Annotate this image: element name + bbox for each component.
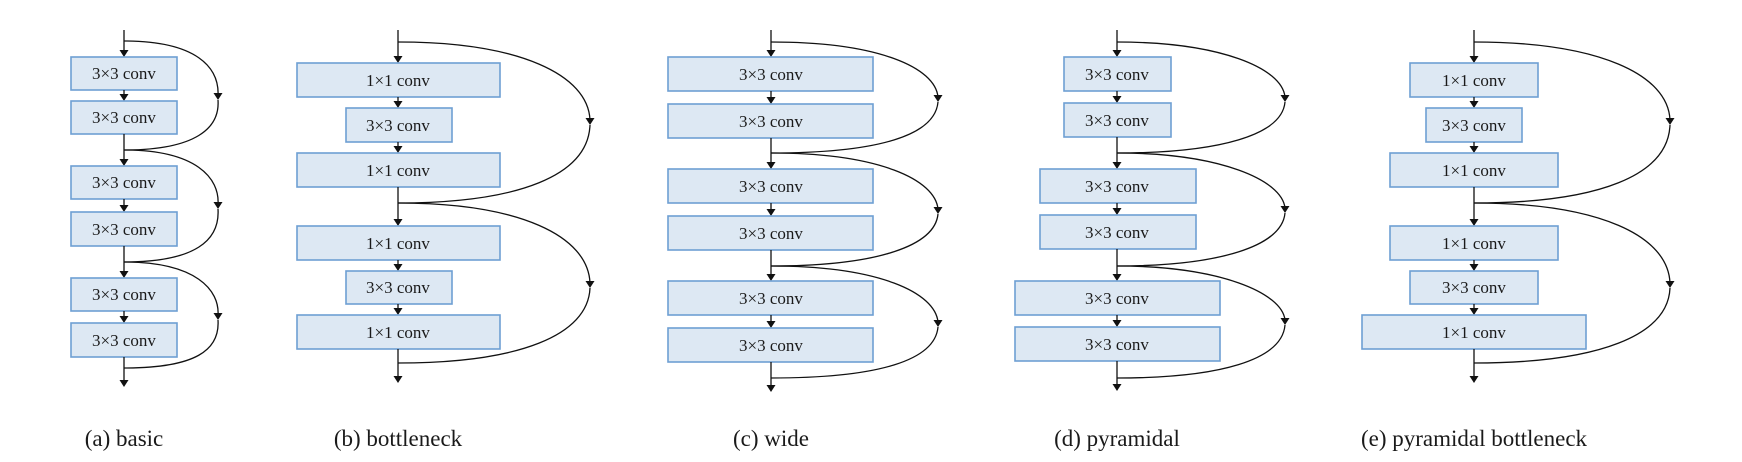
layer-label: 3×3 conv bbox=[92, 220, 156, 239]
layer-label: 3×3 conv bbox=[92, 285, 156, 304]
layer-label: 1×1 conv bbox=[1442, 71, 1506, 90]
layer-label: 3×3 conv bbox=[739, 224, 803, 243]
layer-label: 3×3 conv bbox=[1085, 111, 1149, 130]
layer-label: 1×1 conv bbox=[1442, 323, 1506, 342]
layer-label: 1×1 conv bbox=[366, 161, 430, 180]
layer-label: 1×1 conv bbox=[366, 323, 430, 342]
layer-label: 3×3 conv bbox=[739, 289, 803, 308]
layer-label: 3×3 conv bbox=[1085, 65, 1149, 84]
caption-pyramidal-bottleneck: (e) pyramidal bottleneck bbox=[1361, 426, 1588, 451]
layer-label: 3×3 conv bbox=[739, 65, 803, 84]
layer-label: 3×3 conv bbox=[1085, 289, 1149, 308]
layer-label: 3×3 conv bbox=[1442, 116, 1506, 135]
layer-label: 3×3 conv bbox=[1085, 335, 1149, 354]
layer-label: 3×3 conv bbox=[739, 112, 803, 131]
panel-bottleneck: 1×1 conv 3×3 conv 1×1 conv 1×1 conv 3×3 … bbox=[296, 30, 595, 383]
caption-wide: (c) wide bbox=[733, 426, 809, 451]
layer-label: 3×3 conv bbox=[92, 64, 156, 83]
layer-label: 3×3 conv bbox=[1442, 278, 1506, 297]
panel-basic: 3×3 conv 3×3 conv 3×3 conv 3×3 conv 3×3 … bbox=[70, 30, 223, 387]
layer-label: 3×3 conv bbox=[739, 177, 803, 196]
layer-label: 3×3 conv bbox=[1085, 177, 1149, 196]
layer-label: 1×1 conv bbox=[366, 234, 430, 253]
layer-label: 3×3 conv bbox=[92, 173, 156, 192]
panel-wide: 3×3 conv 3×3 conv 3×3 conv 3×3 conv 3×3 … bbox=[667, 30, 943, 392]
panel-pyramidal: 3×3 conv 3×3 conv 3×3 conv 3×3 conv 3×3 … bbox=[1014, 30, 1290, 391]
layer-label: 1×1 conv bbox=[366, 71, 430, 90]
layer-label: 1×1 conv bbox=[1442, 161, 1506, 180]
layer-label: 3×3 conv bbox=[366, 116, 430, 135]
layer-label: 1×1 conv bbox=[1442, 234, 1506, 253]
caption-pyramidal: (d) pyramidal bbox=[1054, 426, 1180, 451]
layer-label: 3×3 conv bbox=[92, 108, 156, 127]
layer-label: 3×3 conv bbox=[366, 278, 430, 297]
panel-pyramidal-bottleneck: 1×1 conv 3×3 conv 1×1 conv 1×1 conv 3×3 … bbox=[1361, 30, 1675, 383]
layer-label: 3×3 conv bbox=[739, 336, 803, 355]
layer-label: 3×3 conv bbox=[1085, 223, 1149, 242]
caption-basic: (a) basic bbox=[85, 426, 164, 451]
layer-label: 3×3 conv bbox=[92, 331, 156, 350]
caption-bottleneck: (b) bottleneck bbox=[334, 426, 463, 451]
